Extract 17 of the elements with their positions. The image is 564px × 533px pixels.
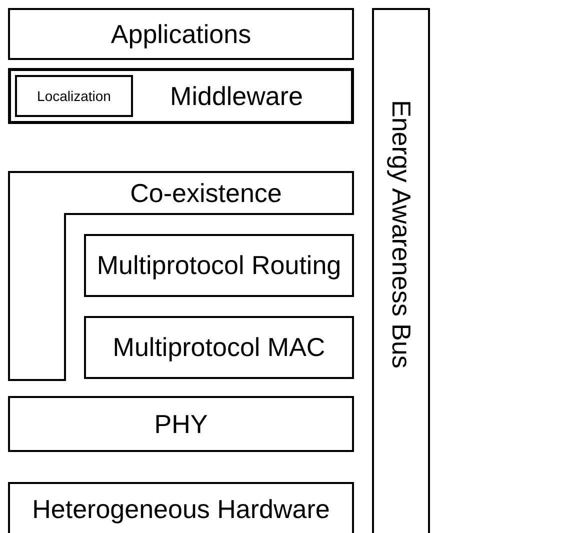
layer-box: [8, 396, 354, 452]
layer-label: Heterogeneous Hardware: [32, 494, 330, 525]
module-label: Localization: [37, 88, 111, 104]
module-box: [15, 75, 133, 117]
layer-label: Applications: [110, 18, 252, 50]
bus-label: Energy Awareness Bus: [386, 100, 416, 368]
layer-label: PHY: [154, 408, 208, 440]
layer-label: Middleware: [170, 80, 303, 112]
layer-label: Co-existence: [129, 178, 283, 209]
layer-box: [84, 234, 354, 297]
layer-box: [8, 8, 354, 60]
layer-label: Multiprotocol Routing: [96, 250, 342, 281]
layer-box: [84, 316, 354, 379]
layer-label: Multiprotocol MAC: [112, 332, 326, 363]
layer-box: [8, 482, 354, 533]
bus-bar: [372, 8, 430, 533]
layer-box: [8, 68, 354, 124]
